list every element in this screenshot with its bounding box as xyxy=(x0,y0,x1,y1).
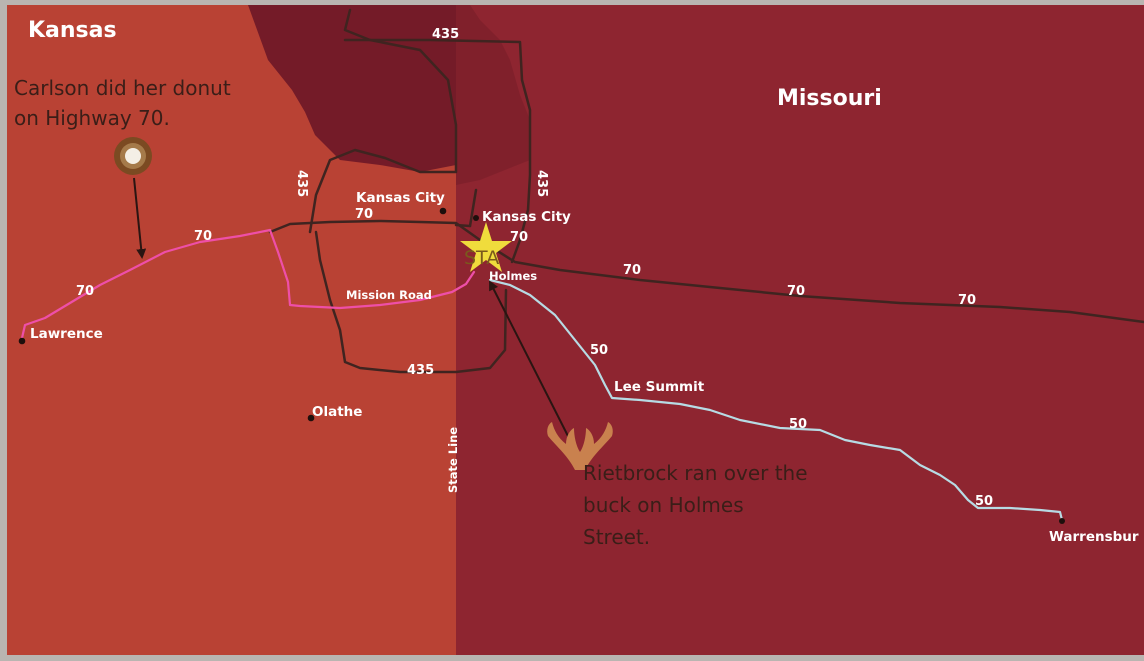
us50-label: 50 xyxy=(789,417,807,432)
connector-road xyxy=(454,223,472,228)
i70-label: 70 xyxy=(958,293,976,308)
start-marker: STA xyxy=(460,222,512,272)
connector-road-2 xyxy=(468,188,478,228)
carlson-note-line1: Carlson did her donut xyxy=(14,76,231,100)
mission-road-label: Mission Road xyxy=(346,288,432,302)
olathe-dot xyxy=(307,414,315,422)
i70-label: 70 xyxy=(787,284,805,299)
rietbrock-note-line1: Rietbrock ran over the xyxy=(583,461,808,485)
kansas-city-mo-dot xyxy=(473,215,479,221)
start-label: STA xyxy=(464,247,499,269)
blue-route xyxy=(488,278,1064,522)
river-region xyxy=(456,5,530,185)
i70-label: 70 xyxy=(623,263,641,278)
carlson-annotation: Carlson did her donut on Highway 70. xyxy=(14,76,231,259)
us50-label: 50 xyxy=(975,494,993,509)
location-circle-center xyxy=(125,148,141,164)
i435-right-label: 435 xyxy=(534,170,549,197)
olathe-label: Olathe xyxy=(312,404,362,420)
i435-bottom-label: 435 xyxy=(407,363,434,378)
warrensburg-dot xyxy=(1059,518,1065,524)
rietbrock-note-line3: Street. xyxy=(583,525,650,549)
i435-road-south xyxy=(314,230,508,374)
state-line-label: State Line xyxy=(446,427,460,493)
i435-top-label: 435 xyxy=(432,27,459,42)
us50-label: 50 xyxy=(590,343,608,358)
lee-summit-label: Lee Summit xyxy=(614,379,705,395)
lawrence-label: Lawrence xyxy=(30,326,103,342)
rietbrock-arrow xyxy=(489,280,571,441)
deer-antlers-icon xyxy=(547,422,613,470)
i435-left-label: 435 xyxy=(294,170,309,197)
i70-road xyxy=(268,219,1144,324)
rietbrock-note-line2: buck on Holmes xyxy=(583,493,744,517)
kansas-label: Kansas xyxy=(28,18,117,43)
rietbrock-annotation: Rietbrock ran over the buck on Holmes St… xyxy=(489,280,808,549)
missouri-region xyxy=(456,5,1144,655)
carlson-note-line2: on Highway 70. xyxy=(14,106,170,130)
kansas-city-ks-label: Kansas City xyxy=(356,190,445,206)
i70-label: 70 xyxy=(194,229,212,244)
lawrence-dot xyxy=(18,337,26,345)
kansas-city-mo-label: Kansas City xyxy=(482,209,571,225)
holmes-label: Holmes xyxy=(489,269,537,283)
carlson-arrow xyxy=(133,177,147,259)
missouri-label: Missouri xyxy=(777,86,882,111)
i435-road-east xyxy=(343,38,532,264)
i70-label: 70 xyxy=(355,207,373,222)
pink-route xyxy=(20,228,476,340)
warrensburg-label: Warrensbur xyxy=(1049,529,1139,545)
star-icon xyxy=(460,222,512,272)
i435-road xyxy=(308,8,458,234)
kansas-city-ks-dot xyxy=(439,207,447,215)
i70-label: 70 xyxy=(510,230,528,245)
i70-label: 70 xyxy=(76,284,94,299)
